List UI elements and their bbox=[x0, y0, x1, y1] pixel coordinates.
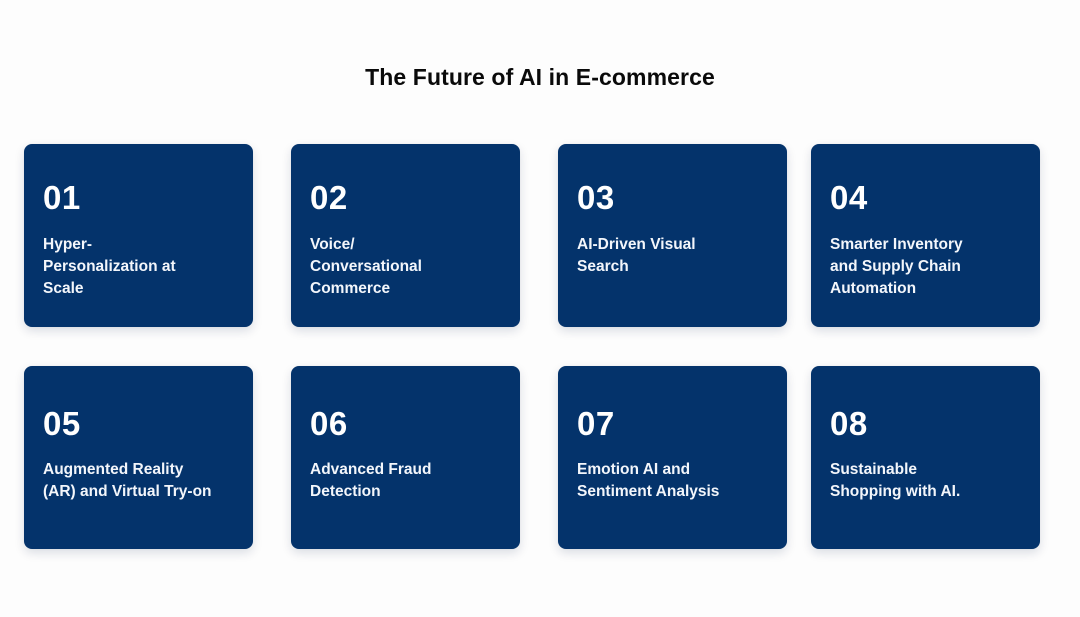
card-inventory-automation: 04 Smarter Inventory and Supply Chain Au… bbox=[811, 144, 1040, 327]
card-number: 08 bbox=[830, 405, 868, 442]
card-visual-search: 03 AI-Driven Visual Search bbox=[558, 144, 787, 327]
card-number: 03 bbox=[577, 179, 615, 216]
card-label: Sustainable Shopping with AI. bbox=[830, 461, 961, 500]
card-voice-commerce: 02 Voice/ Conversational Commerce bbox=[291, 144, 520, 327]
card-number: 04 bbox=[830, 179, 868, 216]
card-emotion-ai: 07 Emotion AI and Sentiment Analysis bbox=[558, 366, 787, 549]
card-number: 02 bbox=[310, 179, 348, 216]
card-label: Augmented Reality (AR) and Virtual Try-o… bbox=[43, 461, 212, 500]
card-label: Advanced Fraud Detection bbox=[310, 461, 432, 500]
card-label: Smarter Inventory and Supply Chain Autom… bbox=[830, 236, 963, 297]
card-sustainable-shopping: 08 Sustainable Shopping with AI. bbox=[811, 366, 1040, 549]
card-label: Emotion AI and Sentiment Analysis bbox=[577, 461, 720, 500]
card-fraud-detection: 06 Advanced Fraud Detection bbox=[291, 366, 520, 549]
card-label: Hyper- Personalization at Scale bbox=[43, 236, 176, 297]
card-number: 07 bbox=[577, 405, 615, 442]
card-number: 06 bbox=[310, 405, 348, 442]
card-number: 05 bbox=[43, 405, 81, 442]
card-hyper-personalization: 01 Hyper- Personalization at Scale bbox=[24, 144, 253, 327]
page-title: The Future of AI in E-commerce bbox=[365, 64, 715, 90]
card-augmented-reality: 05 Augmented Reality (AR) and Virtual Tr… bbox=[24, 366, 253, 549]
card-label: AI-Driven Visual Search bbox=[577, 236, 696, 275]
card-number: 01 bbox=[43, 179, 81, 216]
card-label: Voice/ Conversational Commerce bbox=[310, 236, 422, 297]
